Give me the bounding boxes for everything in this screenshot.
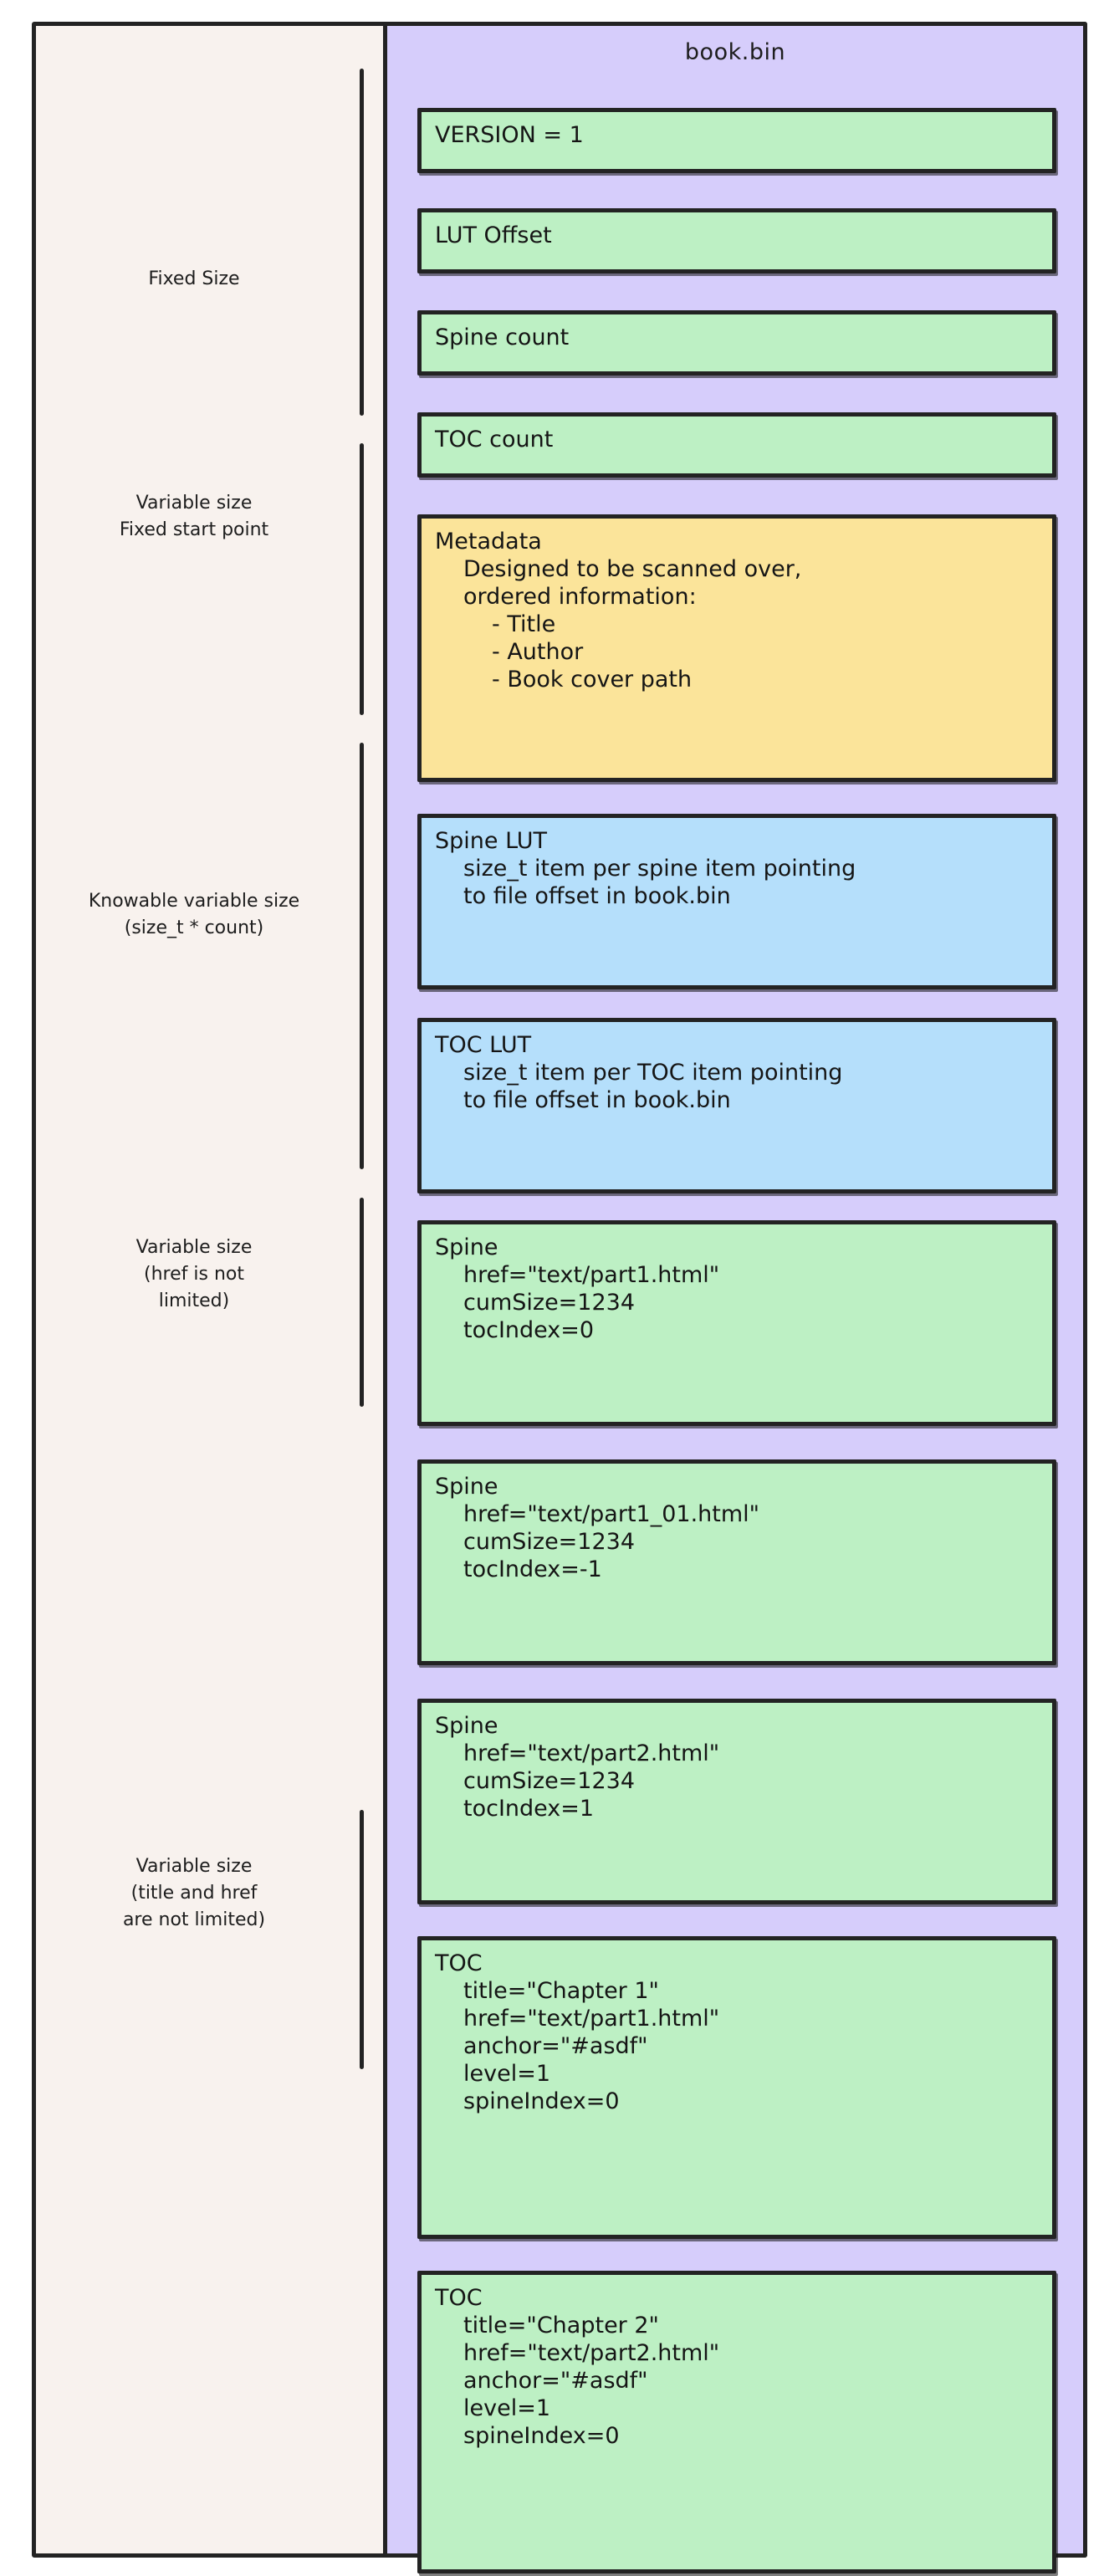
- side-label-line: Variable size: [135, 1237, 253, 1258]
- block-version: VERSION = 1: [417, 108, 1056, 173]
- bracket-fixed: [360, 69, 364, 416]
- block-line: - Author: [492, 638, 584, 665]
- block-line: tocIndex=-1: [463, 1556, 602, 1582]
- side-label-line: are not limited): [122, 1909, 266, 1930]
- block-line: ordered information:: [463, 583, 697, 610]
- side-label-line: (title and href: [130, 1882, 258, 1904]
- bracket-lut: [360, 743, 364, 1169]
- block-line: cumSize=1234: [463, 1528, 636, 1555]
- block-line: href="text/part1_01.html": [463, 1500, 760, 1527]
- block-line: title="Chapter 1": [463, 1977, 659, 2004]
- block-line: href="text/part1.html": [463, 1261, 720, 1288]
- block-line: href="text/part2.html": [463, 2339, 720, 2366]
- block-line: Spine: [435, 1713, 498, 1739]
- block-line: TOC: [435, 2285, 483, 2311]
- block-line: anchor="#asdf": [463, 2367, 648, 2394]
- block-line: cumSize=1234: [463, 1289, 636, 1316]
- bracket-metadata: [360, 443, 364, 715]
- block-line: Spine count: [435, 325, 570, 350]
- page-title: book.bin: [684, 39, 786, 65]
- block-line: Designed to be scanned over,: [463, 555, 802, 582]
- block-line: TOC LUT: [435, 1032, 532, 1058]
- block-spine-count: Spine count: [417, 310, 1056, 376]
- block-lut-offset: LUT Offset: [417, 208, 1056, 273]
- block-line: - Title: [492, 611, 556, 637]
- block-line: tocIndex=1: [463, 1795, 595, 1822]
- bracket-toc: [360, 1810, 364, 2069]
- block-line: level=1: [463, 2395, 551, 2421]
- block-toc-count: TOC count: [417, 412, 1056, 478]
- side-label-variable-href: Variable size (href is not limited): [43, 1234, 345, 1315]
- block-line: anchor="#asdf": [463, 2032, 648, 2059]
- block-line: tocIndex=0: [463, 1316, 595, 1343]
- block-line: TOC count: [435, 427, 554, 452]
- block-line: spineIndex=0: [463, 2088, 620, 2114]
- block-line: VERSION = 1: [435, 122, 584, 148]
- bracket-spine: [360, 1198, 364, 1407]
- block-line: LUT Offset: [435, 222, 552, 248]
- block-line: cumSize=1234: [463, 1767, 636, 1794]
- block-line: href="text/part2.html": [463, 1740, 720, 1766]
- block-line: to file offset in book.bin: [463, 1086, 731, 1113]
- block-line: Spine: [435, 1234, 498, 1260]
- block-line: href="text/part1.html": [463, 2005, 720, 2032]
- side-label-fixed-size: Fixed Size: [43, 266, 345, 293]
- block-line: spineIndex=0: [463, 2422, 620, 2449]
- side-label-line: Fixed start point: [119, 519, 269, 540]
- side-label-line: Knowable variable size: [88, 891, 300, 912]
- block-line: level=1: [463, 2060, 551, 2087]
- side-label-line: Variable size: [135, 1856, 253, 1877]
- block-line: size_t item per spine item pointing: [463, 855, 856, 882]
- block-line: - Book cover path: [492, 666, 693, 693]
- block-line: Metadata: [435, 529, 542, 555]
- side-label-line: Variable size: [135, 493, 253, 514]
- side-label-line: (href is not: [144, 1263, 244, 1285]
- side-label-line: Fixed Size: [148, 268, 240, 289]
- side-label-line: (size_t * count): [124, 917, 264, 938]
- block-line: Spine: [435, 1474, 498, 1500]
- block-line: size_t item per TOC item pointing: [463, 1059, 843, 1086]
- block-line: title="Chapter 2": [463, 2312, 659, 2338]
- side-label-knowable-variable-size: Knowable variable size (size_t * count): [43, 888, 345, 942]
- block-line: to file offset in book.bin: [463, 882, 731, 909]
- side-label-line: limited): [158, 1290, 230, 1311]
- block-line: Spine LUT: [435, 828, 548, 854]
- side-label-variable-title-href: Variable size (title and href are not limi…: [43, 1853, 345, 1934]
- block-line: TOC: [435, 1950, 483, 1976]
